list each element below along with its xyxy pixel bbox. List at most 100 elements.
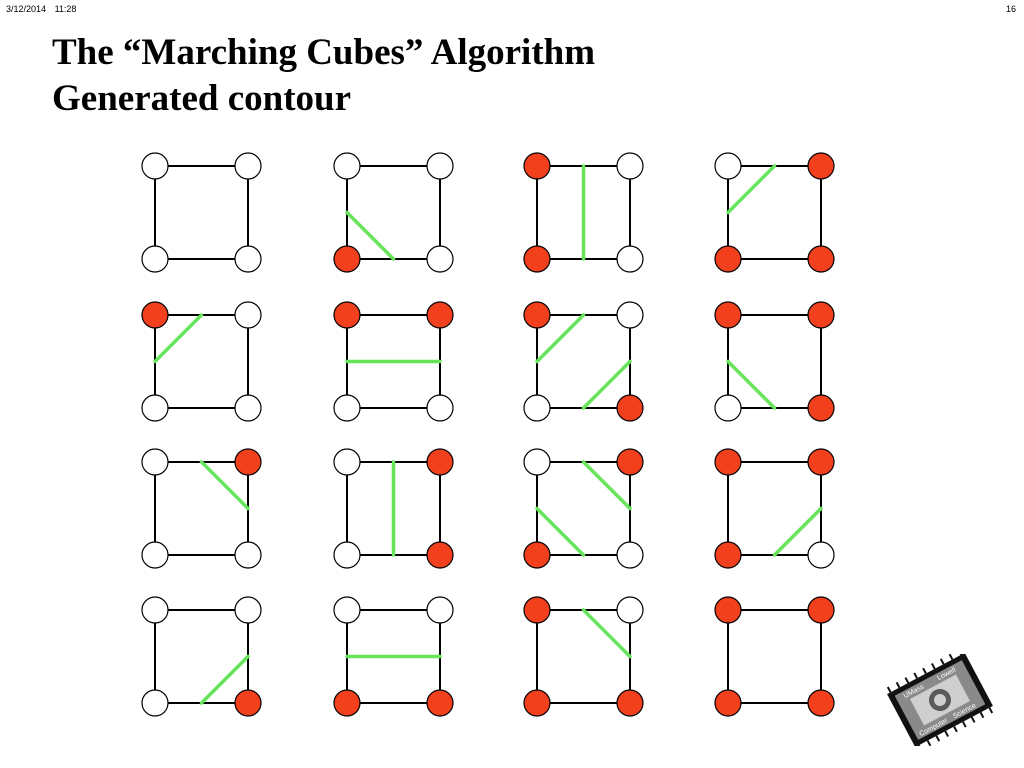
vertex-outside: [426, 152, 454, 180]
vertex-outside: [714, 152, 742, 180]
vertex-inside: [807, 245, 835, 273]
vertex-inside: [714, 596, 742, 624]
cell-square: [727, 165, 822, 260]
vertex-inside: [523, 245, 551, 273]
vertex-outside: [616, 541, 644, 569]
vertex-inside: [807, 301, 835, 329]
case-cell: [714, 448, 835, 569]
vertex-outside: [807, 541, 835, 569]
cell-square: [727, 461, 822, 556]
vertex-outside: [333, 541, 361, 569]
contour-segment: [535, 506, 586, 557]
vertex-inside: [807, 448, 835, 476]
vertex-outside: [234, 541, 262, 569]
case-cell: [141, 301, 262, 422]
chip-logo-icon: UMass Lowell Computer Science: [886, 648, 994, 752]
vertex-inside: [333, 689, 361, 717]
case-cell: [523, 596, 644, 717]
vertex-outside: [426, 394, 454, 422]
case-cell: [523, 301, 644, 422]
case-cell: [333, 152, 454, 273]
case-cell: [333, 448, 454, 569]
vertex-outside: [333, 394, 361, 422]
case-cell: [333, 301, 454, 422]
case-cell: [141, 152, 262, 273]
case-cell: [523, 152, 644, 273]
vertex-inside: [714, 301, 742, 329]
case-cell: [141, 596, 262, 717]
cell-square: [154, 314, 249, 409]
vertex-outside: [333, 448, 361, 476]
header-date: 3/12/2014: [6, 4, 47, 14]
vertex-outside: [616, 596, 644, 624]
vertex-inside: [333, 301, 361, 329]
vertex-inside: [807, 394, 835, 422]
vertex-outside: [616, 245, 644, 273]
vertex-outside: [523, 448, 551, 476]
vertex-inside: [616, 689, 644, 717]
vertex-outside: [141, 394, 169, 422]
vertex-outside: [141, 152, 169, 180]
vertex-inside: [616, 448, 644, 476]
cell-square: [727, 314, 822, 409]
contour-segment: [726, 164, 777, 215]
case-cell: [714, 596, 835, 717]
case-cell: [333, 596, 454, 717]
umass-lowell-cs-logo: UMass Lowell Computer Science: [884, 648, 996, 752]
vertex-inside: [616, 394, 644, 422]
cell-square: [727, 609, 822, 704]
cell-square: [536, 609, 631, 704]
vertex-inside: [523, 541, 551, 569]
vertex-outside: [234, 245, 262, 273]
contour-segment: [535, 313, 586, 364]
case-cell: [714, 301, 835, 422]
vertex-inside: [523, 689, 551, 717]
cell-square: [536, 461, 631, 556]
cell-square: [154, 165, 249, 260]
vertex-outside: [616, 301, 644, 329]
vertex-inside: [807, 152, 835, 180]
vertex-outside: [523, 394, 551, 422]
vertex-inside: [807, 596, 835, 624]
vertex-outside: [616, 152, 644, 180]
vertex-outside: [234, 301, 262, 329]
slide-title-line1: The “Marching Cubes” Algorithm: [52, 32, 596, 73]
vertex-inside: [426, 541, 454, 569]
vertex-inside: [426, 689, 454, 717]
vertex-outside: [141, 245, 169, 273]
cell-square: [536, 314, 631, 409]
vertex-inside: [523, 152, 551, 180]
vertex-outside: [141, 596, 169, 624]
vertex-outside: [426, 245, 454, 273]
contour-segment: [581, 608, 632, 659]
vertex-outside: [426, 596, 454, 624]
vertex-outside: [333, 152, 361, 180]
vertex-inside: [426, 301, 454, 329]
vertex-outside: [714, 394, 742, 422]
case-cell: [714, 152, 835, 273]
vertex-inside: [141, 301, 169, 329]
vertex-inside: [523, 596, 551, 624]
cell-square: [154, 609, 249, 704]
vertex-inside: [714, 448, 742, 476]
contour-segment: [153, 313, 204, 364]
vertex-outside: [333, 596, 361, 624]
vertex-outside: [141, 541, 169, 569]
vertex-outside: [234, 152, 262, 180]
header-time: 11:28: [54, 4, 77, 14]
case-cell: [523, 448, 644, 569]
contour-segment: [345, 210, 396, 261]
contour-segment: [726, 359, 777, 410]
header-page-number: 16: [1005, 4, 1016, 14]
contour-segment: [581, 359, 632, 410]
vertex-outside: [234, 394, 262, 422]
contour-segment: [581, 460, 632, 511]
vertex-inside: [234, 689, 262, 717]
vertex-outside: [141, 448, 169, 476]
vertex-inside: [714, 689, 742, 717]
vertex-inside: [333, 245, 361, 273]
contour-segment: [772, 506, 823, 557]
vertex-inside: [807, 689, 835, 717]
case-cell: [141, 448, 262, 569]
